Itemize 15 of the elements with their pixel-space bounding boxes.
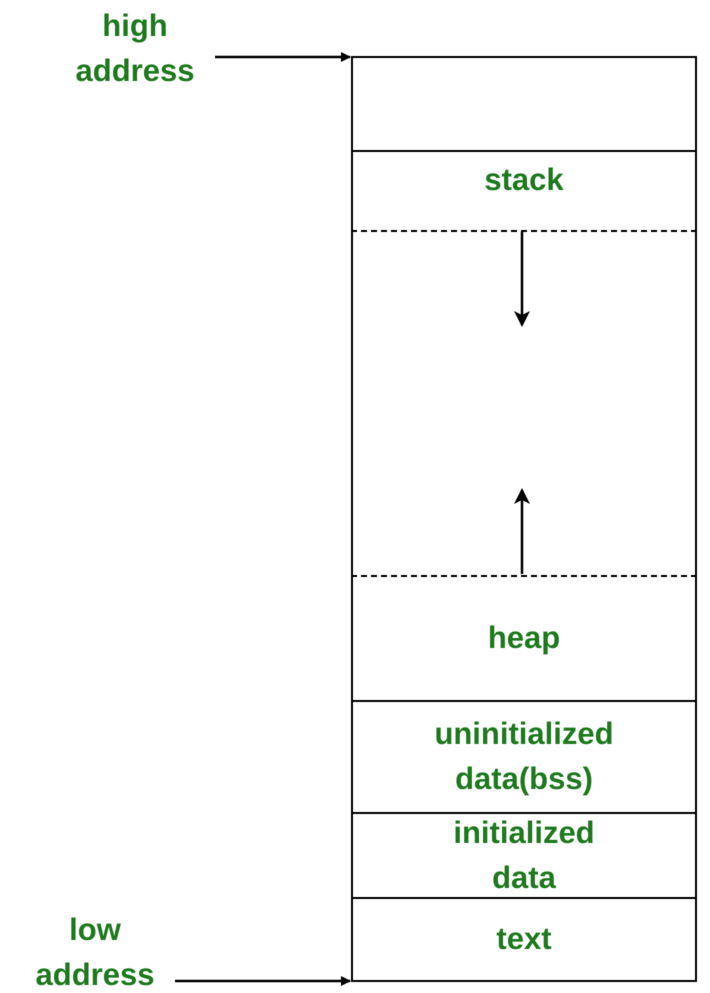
segment-label: heap [488, 619, 560, 658]
memory-segment [351, 700, 697, 814]
segment-label: text [496, 920, 552, 958]
memory-segment [351, 897, 697, 982]
address-label: high address [74, 7, 196, 90]
arrow [215, 52, 351, 62]
memory-segment [351, 150, 697, 232]
segment-label: initialized data [452, 814, 596, 896]
memory-segment [351, 575, 697, 702]
segment-label: stack [484, 160, 564, 199]
memory-segment [351, 812, 697, 899]
address-label: low address [34, 910, 156, 993]
arrow [175, 976, 351, 986]
segment-label: uninitialized data(bss) [433, 715, 615, 798]
memory-segment [351, 56, 697, 152]
